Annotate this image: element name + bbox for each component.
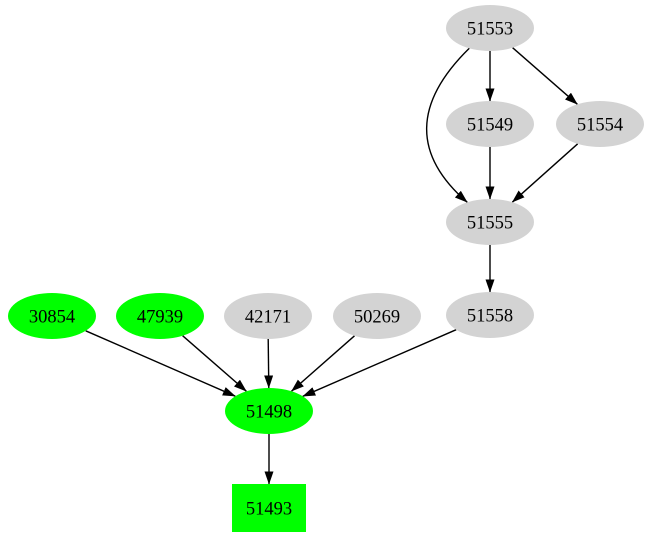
- node-label-51553: 51553: [467, 20, 513, 40]
- graph-node-51554: 51554: [556, 101, 644, 147]
- graph-node-30854: 30854: [8, 293, 96, 339]
- graph-node-42171: 42171: [224, 293, 312, 339]
- graph-node-51549: 51549: [446, 101, 534, 147]
- graph-node-47939: 47939: [116, 293, 204, 339]
- node-label-51498: 51498: [246, 403, 292, 423]
- edge-47939-51498: [182, 335, 247, 392]
- node-label-51558: 51558: [467, 307, 513, 327]
- node-ellipse-51498: [225, 388, 313, 434]
- edge-50269-51498: [291, 335, 355, 392]
- graph-node-51493: 51493: [232, 484, 306, 532]
- edge-42171-51498: [264, 338, 274, 389]
- graph-node-51553: 51553: [446, 5, 534, 51]
- edge-51558-51498: [302, 329, 457, 397]
- graph-node-50269: 50269: [333, 293, 421, 339]
- node-label-51555: 51555: [467, 214, 513, 234]
- node-label-42171: 42171: [245, 308, 291, 328]
- node-ellipse-30854: [8, 293, 96, 339]
- graph-node-51558: 51558: [446, 292, 534, 338]
- edge-30854-51498: [85, 330, 236, 397]
- node-label-51554: 51554: [577, 116, 623, 136]
- node-ellipse-51553: [446, 5, 534, 51]
- node-ellipse-51558: [446, 292, 534, 338]
- node-ellipse-51554: [556, 101, 644, 147]
- node-label-51493: 51493: [246, 500, 292, 520]
- node-label-30854: 30854: [29, 308, 75, 328]
- node-ellipse-42171: [224, 293, 312, 339]
- edge-51554-51555: [511, 143, 579, 203]
- node-label-50269: 50269: [354, 308, 400, 328]
- edge-51553-51554: [512, 47, 578, 105]
- node-ellipse-51549: [446, 101, 534, 147]
- node-label-47939: 47939: [137, 308, 183, 328]
- graph-node-51555: 51555: [446, 199, 534, 245]
- graph-node-51498: 51498: [225, 388, 313, 434]
- node-ellipse-51555: [446, 199, 534, 245]
- node-box-51493: [232, 484, 306, 532]
- node-label-51549: 51549: [467, 116, 513, 136]
- node-ellipse-47939: [116, 293, 204, 339]
- edge-51553-51555: [426, 47, 470, 203]
- node-ellipse-50269: [333, 293, 421, 339]
